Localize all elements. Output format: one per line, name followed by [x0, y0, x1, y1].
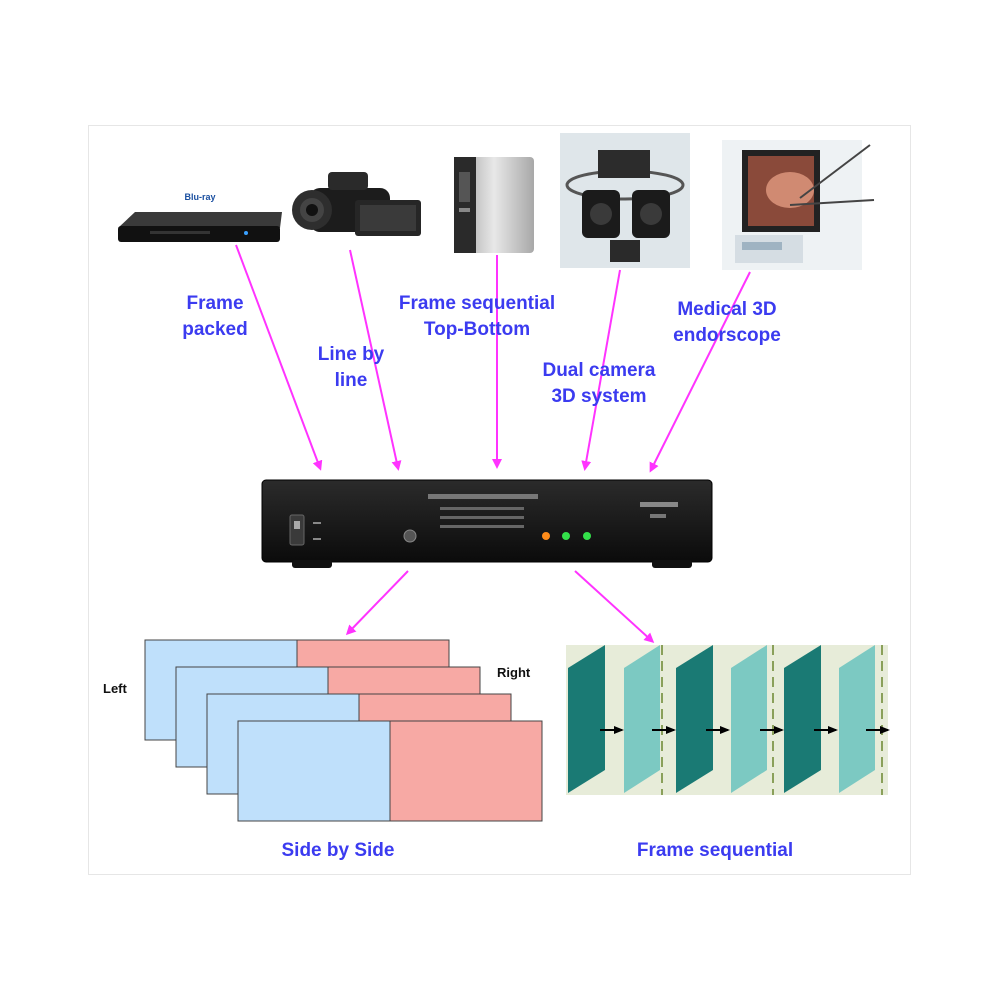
sbs-frame-4: [238, 721, 542, 821]
camcorder-icon: [292, 172, 421, 236]
fs-panel-dark-1: [568, 645, 605, 793]
svg-text:Blu-ray: Blu-ray: [184, 192, 215, 202]
caption-line-by-line: Line by line: [296, 342, 406, 394]
output-arrows: [348, 571, 652, 641]
fs-panel-dark-2: [676, 645, 713, 793]
fs-panel-light-1: [624, 645, 660, 793]
fs-panel-light-2: [731, 645, 767, 793]
caption-medical-endoscope: Medical 3D endorscope: [652, 297, 802, 349]
caption-side-by-side: Side by Side: [248, 838, 428, 864]
fs-panel-dark-3: [784, 645, 821, 793]
blu-ray-player-icon: Blu-ray: [118, 192, 282, 242]
dual-camera-rig-icon: [560, 133, 690, 268]
caption-frame-packed: Frame packed: [160, 291, 270, 343]
3d-processor-unit: [262, 480, 712, 568]
caption-frame-sequential-top-bottom: Frame sequential Top-Bottom: [372, 291, 582, 343]
fs-panel-light-3: [839, 645, 875, 793]
side-by-side-frames: [145, 640, 542, 821]
frame-sequential-frames: [566, 645, 888, 795]
left-label: Left: [103, 681, 127, 696]
media-server-icon: [454, 157, 534, 253]
right-label: Right: [497, 665, 530, 680]
caption-dual-camera: Dual camera 3D system: [524, 358, 674, 410]
medical-endoscope-icon: [722, 140, 874, 270]
caption-frame-sequential: Frame sequential: [610, 838, 820, 864]
